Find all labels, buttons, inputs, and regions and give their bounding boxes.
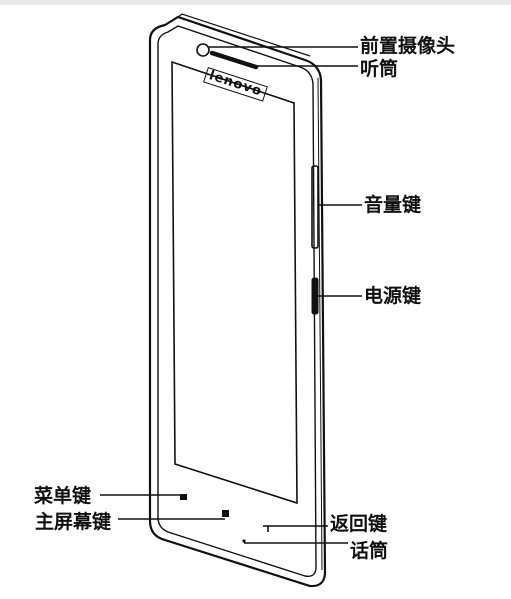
microphone-hole (242, 539, 246, 543)
microphone-label: 话筒 (350, 540, 389, 562)
front-camera-label: 前置摄像头 (360, 35, 456, 57)
earpiece-grill (209, 50, 259, 70)
volume-key-label: 音量键 (364, 194, 422, 216)
phone-body-inner (157, 25, 317, 577)
top-edge (177, 13, 311, 57)
front-camera-lens (196, 43, 210, 57)
home-key-shape (222, 510, 229, 517)
phone-body-outer (148, 15, 327, 588)
back-key-label: 返回键 (330, 513, 388, 535)
volume-key-shape (311, 165, 319, 249)
menu-key-shape (180, 494, 187, 500)
home-key-label: 主屏幕键 (35, 511, 112, 533)
screen (171, 60, 298, 505)
back-key-shape (263, 525, 269, 532)
power-key-label: 电源键 (364, 285, 422, 307)
menu-key-label: 菜单键 (34, 485, 92, 507)
earpiece-label: 听筒 (360, 58, 399, 80)
power-key-shape (311, 277, 319, 315)
top-border (0, 0, 511, 5)
side-edge (317, 77, 323, 571)
